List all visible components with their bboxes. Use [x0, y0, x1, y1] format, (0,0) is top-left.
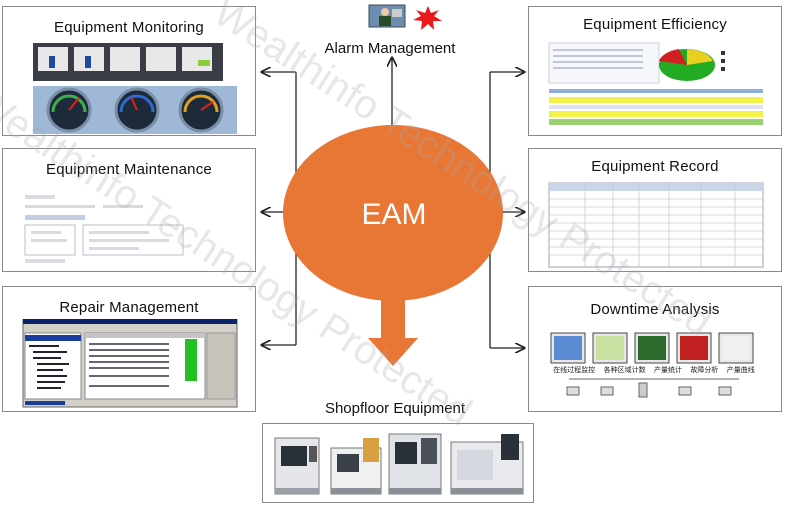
downtime-label: 故障分析 — [690, 367, 719, 374]
eam-ellipse — [283, 125, 503, 301]
alarm-person-icon — [368, 4, 406, 28]
panel-shopfloor-equipment[interactable] — [262, 423, 534, 503]
panel-title: Repair Management — [59, 299, 199, 316]
downtime-label: 产量曲线 — [726, 367, 755, 374]
panel-title: Downtime Analysis — [590, 301, 720, 318]
monitoring-screenshot — [33, 43, 237, 134]
panel-equipment-efficiency[interactable]: Equipment Efficiency — [528, 6, 782, 136]
panel-title: Equipment Efficiency — [583, 16, 727, 33]
downtime-label: 在线过程监控 — [553, 367, 596, 374]
panel-title: Equipment Record — [591, 158, 719, 175]
panel-repair-management[interactable]: Repair Management — [2, 286, 256, 412]
downtime-screenshot — [550, 332, 754, 398]
machine-2 — [330, 438, 382, 495]
panel-equipment-maintenance[interactable]: Equipment Maintenance — [2, 148, 256, 272]
machine-1 — [274, 437, 320, 495]
monitor-label: Stocker 1 — [45, 74, 58, 78]
repair-screenshot — [22, 319, 238, 408]
maintenance-screenshot — [24, 195, 184, 263]
machine-3 — [388, 433, 442, 495]
monitor-label: Furnace — [158, 74, 170, 78]
down-arrow-icon — [368, 290, 418, 366]
record-screenshot — [548, 182, 764, 268]
alarm-management-title: Alarm Management — [324, 40, 456, 57]
panel-title: Equipment Monitoring — [54, 19, 204, 36]
machine-4 — [450, 434, 524, 495]
shopfloor-machines — [274, 433, 524, 495]
alarm-burst-icon — [413, 6, 442, 30]
monitor-label: Wet Station — [119, 74, 135, 78]
panel-equipment-monitoring[interactable]: Equipment Monitoring Stocker 1 Stocker 2… — [2, 6, 256, 136]
efficiency-screenshot — [548, 42, 763, 125]
monitor-label: Ellipsometer — [194, 74, 211, 78]
panel-title: Equipment Maintenance — [46, 161, 212, 178]
panel-equipment-record[interactable]: Equipment Record — [528, 148, 782, 272]
eam-label: EAM — [361, 198, 427, 231]
monitor-label: Stocker 2 — [82, 74, 95, 78]
downtime-label: 各种区域计数 — [603, 367, 646, 374]
panel-downtime-analysis[interactable]: Downtime Analysis 在线过程监控 各种区域计数 产量统计 故障分… — [528, 286, 782, 412]
downtime-label: 产量统计 — [653, 367, 682, 374]
shopfloor-equipment-title: Shopfloor Equipment — [324, 400, 466, 417]
